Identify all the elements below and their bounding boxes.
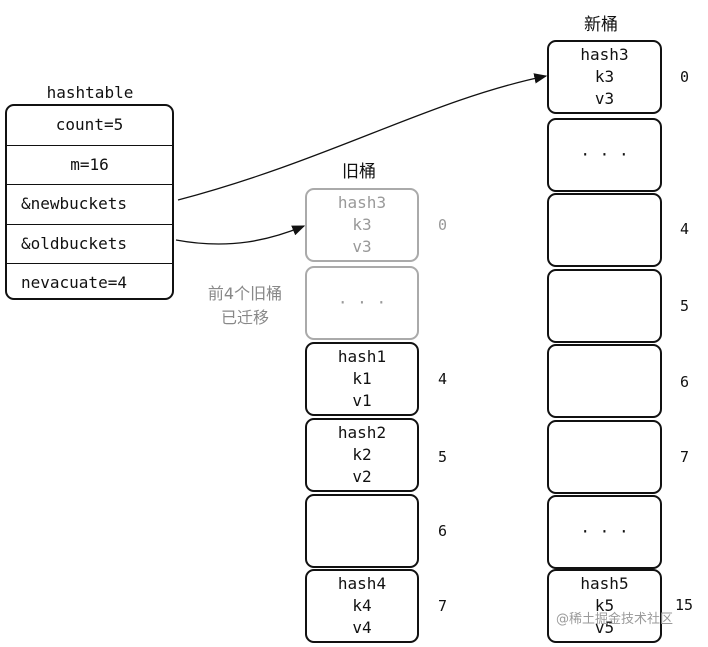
new-bucket-index: 15 [675, 596, 694, 614]
old-bucket-7: hash4 k4 v4 [305, 569, 419, 643]
bucket-hash: hash1 [337, 347, 387, 366]
old-buckets-title: 旧桶 [342, 162, 376, 182]
bucket-value: v2 [352, 467, 372, 486]
new-bucket-index: 4 [680, 220, 690, 238]
new-bucket-7 [547, 420, 662, 494]
new-bucket-6 [547, 344, 662, 418]
bucket-hash: hash5 [580, 574, 629, 593]
migrated-note-line: 前4个旧桶 [207, 284, 283, 303]
bucket-hash: hash3 [580, 45, 629, 64]
bucket-value: v5 [594, 618, 615, 637]
new-bucket-ellipsis: · · · [547, 118, 662, 192]
old-bucket-6 [305, 494, 419, 568]
new-bucket-ellipsis: · · · [547, 495, 662, 569]
bucket-key: k1 [352, 369, 372, 388]
old-bucket-4: hash1 k1 v1 [305, 342, 419, 416]
new-bucket-0: hash3 k3 v3 [547, 40, 662, 114]
new-bucket-5 [547, 269, 662, 343]
bucket-value: v3 [352, 237, 372, 256]
field-newbuckets: &newbuckets [7, 184, 172, 224]
oldbuckets-pointer-arrow [175, 225, 306, 245]
new-bucket-4 [547, 193, 662, 267]
new-bucket-index: 7 [680, 448, 690, 466]
new-bucket-index: 5 [680, 297, 690, 315]
ellipsis: · · · [337, 293, 387, 312]
old-bucket-index: 4 [438, 370, 448, 388]
new-bucket-15: hash5 k5 v5 [547, 569, 662, 643]
field-oldbuckets: &oldbuckets [7, 224, 172, 264]
migrated-note-line: 已迁移 [220, 308, 269, 327]
old-bucket-index: 7 [438, 597, 448, 615]
bucket-hash: hash2 [337, 423, 387, 442]
old-bucket-0: hash3 k3 v3 [305, 188, 419, 262]
bucket-hash: hash4 [337, 574, 387, 593]
field-count: count=5 [55, 115, 124, 134]
old-bucket-index: 6 [438, 522, 448, 540]
bucket-key: k5 [594, 596, 615, 615]
new-buckets-title: 新桶 [584, 15, 618, 35]
old-bucket-index: 0 [438, 216, 448, 234]
new-bucket-index: 6 [680, 373, 690, 391]
bucket-hash: hash3 [337, 193, 387, 212]
bucket-value: v1 [352, 391, 372, 410]
old-bucket-index: 5 [438, 448, 448, 466]
field-m: m=16 [7, 145, 172, 185]
bucket-key: k4 [352, 596, 372, 615]
bucket-value: v3 [594, 89, 615, 108]
bucket-key: k3 [352, 215, 372, 234]
old-bucket-5: hash2 k2 v2 [305, 418, 419, 492]
hashtable-struct: count=5 m=16 &newbuckets &oldbuckets nev… [5, 104, 174, 300]
watermark-text: @稀土掘金技术社区 [556, 612, 674, 627]
newbuckets-pointer-arrow [177, 73, 548, 201]
hashtable-title: hashtable [46, 83, 134, 102]
migrated-note: 前4个旧桶 已迁移 [190, 282, 300, 330]
new-bucket-index: 0 [680, 68, 690, 86]
bucket-key: k2 [352, 445, 372, 464]
bucket-value: v4 [352, 618, 372, 637]
field-nevacuate: nevacuate=4 [7, 263, 172, 303]
ellipsis: · · · [580, 145, 629, 164]
old-bucket-ellipsis: · · · [305, 266, 419, 340]
bucket-key: k3 [594, 67, 615, 86]
ellipsis: · · · [580, 522, 629, 541]
